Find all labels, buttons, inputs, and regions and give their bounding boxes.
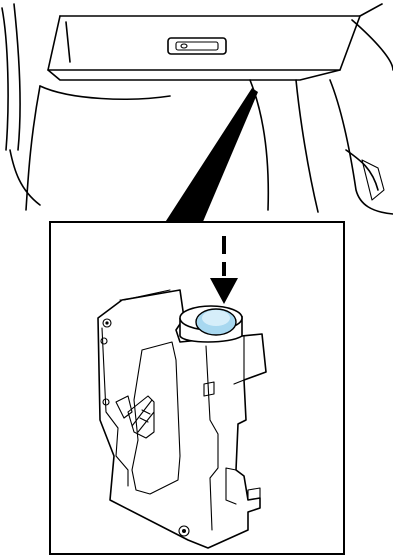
window-edge <box>352 20 393 70</box>
dash-lower-contour <box>40 86 170 99</box>
dash-left-pillar <box>26 86 40 210</box>
callout-pointer <box>164 88 258 224</box>
glovebox-lid <box>48 16 360 70</box>
console-edge-right <box>296 80 318 212</box>
glovebox-side-left <box>66 22 70 62</box>
glovebox-lower-edge <box>48 70 340 80</box>
dashboard-top-edge <box>60 4 382 16</box>
door-frame-edge <box>2 8 8 150</box>
footwell-left <box>10 150 40 205</box>
seat-edge <box>330 80 393 214</box>
door-frame-inner <box>14 4 20 150</box>
fluid-cap-highlight <box>202 310 230 326</box>
glovebox-handle <box>168 38 226 54</box>
